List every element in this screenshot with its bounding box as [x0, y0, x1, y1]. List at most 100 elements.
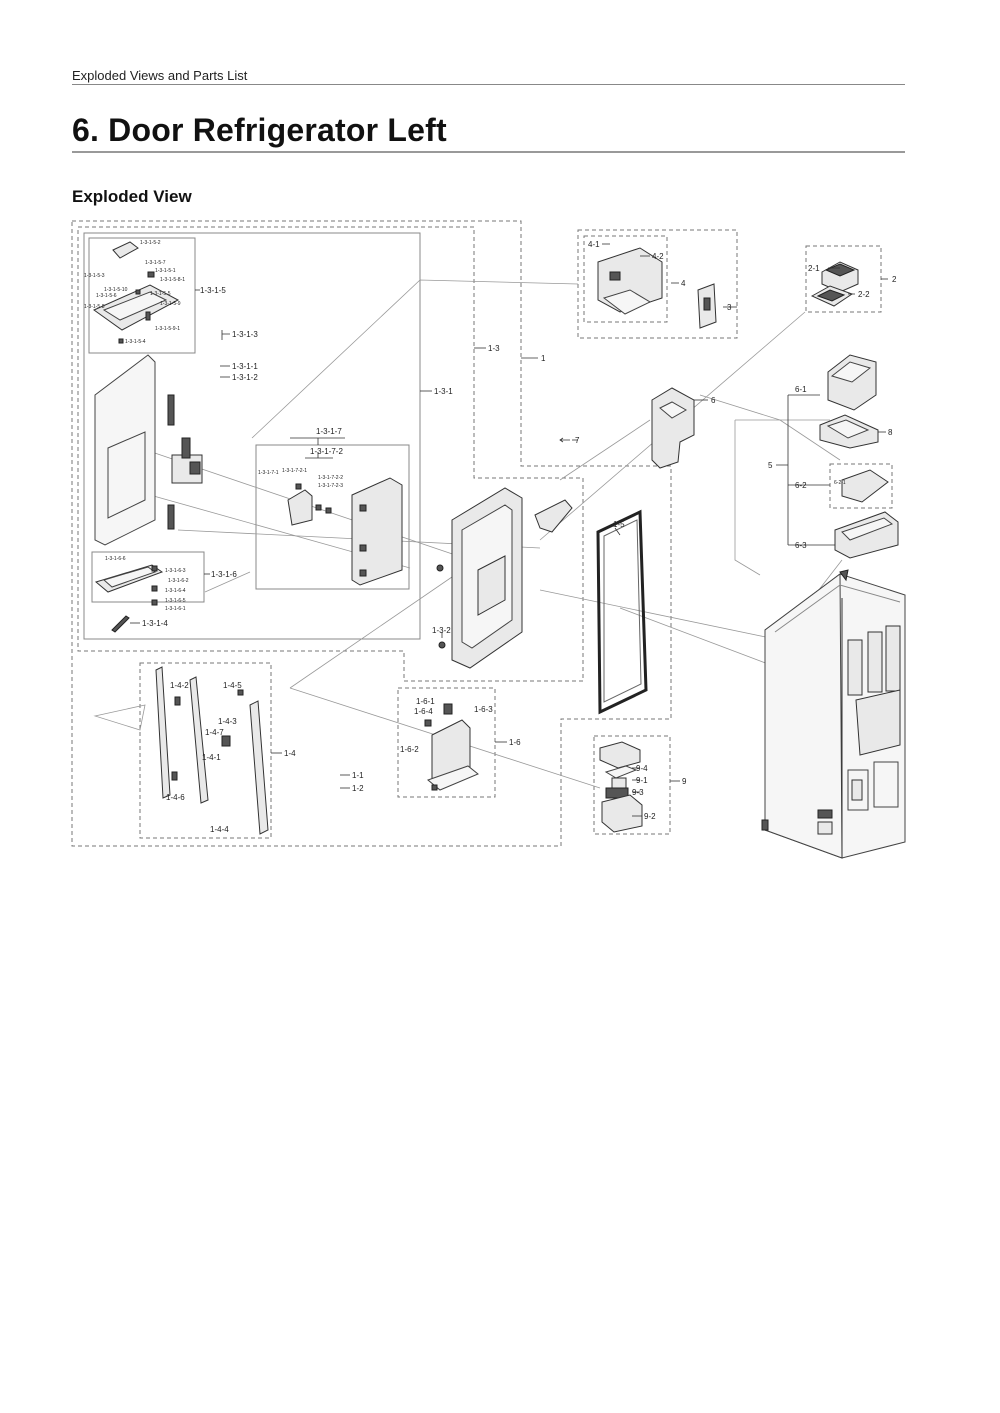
assembly-1-3-1-7-outline — [255, 444, 410, 590]
label-1-3: 1-3 — [488, 344, 500, 353]
label-1-3-1-5-1: 1-3-1-5-1 — [155, 268, 176, 274]
part-9-1-cylinder — [611, 777, 627, 789]
label-6: 6 — [711, 396, 716, 405]
label-1-4-6: 1-4-6 — [166, 793, 185, 802]
label-5: 5 — [768, 461, 773, 470]
label-1-5: 1-5 — [613, 520, 625, 529]
label-2: 2 — [892, 275, 897, 284]
label-6-1: 6-1 — [795, 385, 807, 394]
label-1-3-1-6-3: 1-3-1-6-3 — [165, 568, 186, 574]
assembly-boxes — [71, 220, 893, 847]
label-4-2: 4-2 — [652, 252, 664, 261]
label-1-3-1-5-8-1: 1-3-1-5-8-1 — [160, 277, 185, 283]
part-6-2-bin-small — [841, 469, 889, 503]
label-1-3-1-6: 1-3-1-6 — [211, 570, 237, 579]
label-1-6: 1-6 — [509, 738, 521, 747]
label-1-3-1-7: 1-3-1-7 — [316, 427, 342, 436]
label-1-3-1: 1-3-1 — [434, 387, 453, 396]
label-1-4-4: 1-4-4 — [210, 825, 229, 834]
label-4: 4 — [681, 279, 686, 288]
part-9-4-cap — [599, 741, 641, 769]
part-1-4-rail-right — [249, 700, 269, 835]
label-1-3-1-5-8: 1-3-1-5-8 — [84, 304, 105, 310]
label-1-3-2: 1-3-2 — [432, 626, 451, 635]
assembly-1-4-outline — [139, 662, 272, 839]
label-1-3-1-3: 1-3-1-3 — [232, 330, 258, 339]
part-1-4-rail-center — [189, 676, 209, 804]
label-1-3-1-7-2-1: 1-3-1-7-2-1 — [282, 468, 307, 474]
label-1-3-1-1: 1-3-1-1 — [232, 362, 258, 371]
section-subtitle: Exploded View — [72, 187, 192, 206]
label-1-3-1-7-1: 1-3-1-7-1 — [258, 470, 279, 476]
label-1-3-1-7-2-2: 1-3-1-7-2-2 — [318, 475, 343, 481]
label-1-3-1-6-1: 1-3-1-6-1 — [165, 606, 186, 612]
label-1-3-1-5-5: 1-3-1-5-5 — [150, 291, 171, 297]
parts — [92, 241, 906, 859]
leader-lines — [130, 243, 888, 817]
label-6-2-1: 6-2-1 — [834, 480, 846, 486]
label-9-1: 9-1 — [636, 776, 648, 785]
label-6-3: 6-3 — [795, 541, 807, 550]
label-1-4-1: 1-4-1 — [202, 753, 221, 762]
assembly-1-3-1-outline — [83, 232, 421, 640]
label-3: 3 — [727, 303, 732, 312]
label-1-3-1-5: 1-3-1-5 — [200, 286, 226, 295]
refrigerator-cabinet — [761, 569, 906, 859]
label-1-3-1-2: 1-3-1-2 — [232, 373, 258, 382]
label-1-3-1-5-3: 1-3-1-5-3 — [84, 273, 105, 279]
assembly-9-outline — [593, 735, 671, 835]
assembly-1-6-outline — [397, 687, 496, 798]
part-6-duct — [651, 387, 695, 469]
label-9-2: 9-2 — [644, 812, 656, 821]
label-9-4: 9-4 — [636, 764, 648, 773]
label-1-3-1-5-9: 1-3-1-5-9 — [160, 301, 181, 307]
label-1-6-4: 1-6-4 — [414, 707, 433, 716]
label-1-3-1-6-5: 1-3-1-6-5 — [165, 598, 186, 604]
assembly-1-3-1-6-outline — [91, 551, 205, 603]
sub-part-labels: 1-3-1-5-2 1-3-1-5-7 1-3-1-5-1 1-3-1-5-3 … — [84, 240, 343, 612]
label-2-1: 2-1 — [808, 264, 820, 273]
label-1-1: 1-1 — [352, 771, 364, 780]
label-1-3-1-6-4: 1-3-1-6-4 — [165, 588, 186, 594]
label-6-2: 6-2 — [795, 481, 807, 490]
label-1-3-1-5-2: 1-3-1-5-2 — [140, 240, 161, 246]
label-1-3-1-6-2: 1-3-1-6-2 — [168, 578, 189, 584]
assembly-1-outline — [71, 220, 672, 847]
assembly-1-3-1-5-outline — [88, 237, 196, 354]
label-1-6-1: 1-6-1 — [416, 697, 435, 706]
assembly-6-2-outline — [829, 463, 893, 509]
part-1-3-2-screw — [438, 641, 446, 649]
label-1: 1 — [541, 354, 546, 363]
label-1-4-5: 1-4-5 — [223, 681, 242, 690]
title-divider — [72, 151, 905, 153]
label-1-3-1-5-7: 1-3-1-5-7 — [145, 260, 166, 266]
label-4-1: 4-1 — [588, 240, 600, 249]
label-9-3: 9-3 — [632, 788, 644, 797]
label-1-4-2: 1-4-2 — [170, 681, 189, 690]
label-9: 9 — [682, 777, 687, 786]
header-divider — [72, 84, 905, 85]
label-1-4: 1-4 — [284, 749, 296, 758]
label-1-3-1-6-6: 1-3-1-6-6 — [105, 556, 126, 562]
label-1-6-3: 1-6-3 — [474, 705, 493, 714]
label-1-4-7: 1-4-7 — [205, 728, 224, 737]
label-2-2: 2-2 — [858, 290, 870, 299]
label-1-4-3: 1-4-3 — [218, 717, 237, 726]
part-1-4-rail-left — [155, 666, 171, 799]
label-1-2: 1-2 — [352, 784, 364, 793]
label-1-3-1-7-2-3: 1-3-1-7-2-3 — [318, 483, 343, 489]
part-ice-chute — [534, 499, 573, 533]
assembly-1-3-outline — [77, 226, 584, 682]
part-1-5-gasket — [596, 509, 648, 715]
label-1-3-1-5-4: 1-3-1-5-4 — [125, 339, 146, 345]
assembly-4-inner-outline — [583, 235, 668, 323]
label-1-3-1-5-9-1: 1-3-1-5-9-1 — [155, 326, 180, 332]
label-1-6-2: 1-6-2 — [400, 745, 419, 754]
section-header: Exploded Views and Parts List — [72, 68, 248, 83]
part-9-2-base — [601, 794, 643, 833]
label-7: 7 — [575, 436, 580, 445]
part-1-3-1-7-housing — [351, 477, 403, 586]
label-1-3-1-7-2: 1-3-1-7-2 — [310, 447, 343, 456]
callout-labels: 1 1-3 1-3-1 1-3-1-5 1-3-1-3 1-3-1-1 1-3-… — [142, 240, 897, 834]
